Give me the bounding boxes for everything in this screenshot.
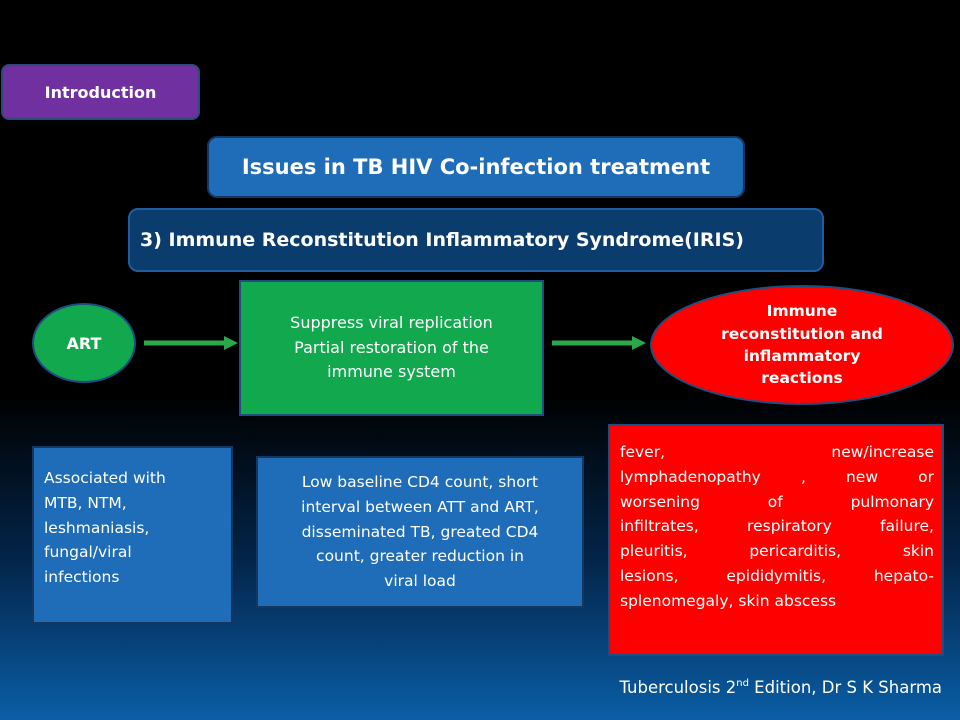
symptoms-line-5: pleuritis, pericarditis, skin [620, 542, 934, 561]
arrow-suppress-to-immune [552, 336, 646, 350]
risk-line-1: Low baseline CD4 count, short [301, 473, 539, 491]
immune-line-1: Immune [766, 302, 838, 321]
symptoms-line-7: splenomegaly, skin abscess [620, 591, 837, 610]
suppress-line-1: Suppress viral replication [290, 312, 493, 332]
arrow-art-to-suppress [144, 336, 238, 350]
slide-title: Issues in TB HIV Co-infection treatment [207, 136, 745, 198]
citation-suffix: Edition, Dr S K Sharma [748, 678, 942, 697]
introduction-tab[interactable]: Introduction [1, 64, 200, 120]
immune-reconstitution-node: Immune reconstitution and inflammatory r… [650, 285, 954, 405]
symptoms-line-6: lesions, epididymitis, hepato- [620, 566, 934, 585]
suppress-line-3: immune system [327, 362, 456, 382]
immune-line-2: reconstitution and [721, 324, 883, 343]
associated-line-1: Associated with [44, 469, 166, 487]
art-node: ART [32, 303, 136, 383]
suppress-replication-node: Suppress viral replication Partial resto… [239, 280, 544, 416]
associated-line-3: leshmaniasis, [44, 518, 150, 537]
associated-infections-box: Associated with MTB, NTM, leshmaniasis, … [32, 446, 233, 624]
symptoms-line-4: infiltrates, respiratory failure, [620, 517, 934, 536]
iris-heading: 3) Immune Reconstitution Inflammatory Sy… [128, 208, 824, 272]
risk-line-4: count, greater reduction in [316, 547, 524, 566]
associated-line-5: infections [44, 568, 120, 587]
risk-line-5: viral load [384, 572, 456, 591]
symptoms-box: fever, new/increase lymphadenopathy , ne… [608, 424, 944, 656]
associated-line-4: fungal/viral [44, 543, 132, 562]
citation-superscript: nd [736, 678, 749, 689]
associated-line-2: MTB, NTM, [44, 493, 127, 512]
citation-prefix: Tuberculosis 2 [619, 678, 737, 697]
symptoms-line-1: fever, new/increase [620, 443, 934, 461]
suppress-line-2: Partial restoration of the [294, 337, 489, 357]
risk-line-3: disseminated TB, greated CD4 [301, 522, 539, 541]
immune-line-4: reactions [761, 369, 843, 388]
symptoms-line-3: worsening of pulmonary [620, 492, 934, 511]
symptoms-line-2: lymphadenopathy , new or [620, 467, 934, 486]
immune-line-3: inflammatory [743, 347, 861, 365]
risk-line-2: interval between ATT and ART, [301, 497, 539, 516]
citation-footer: Tuberculosis 2nd Edition, Dr S K Sharma [619, 678, 942, 697]
risk-factors-box: Low baseline CD4 count, short interval b… [256, 456, 584, 608]
